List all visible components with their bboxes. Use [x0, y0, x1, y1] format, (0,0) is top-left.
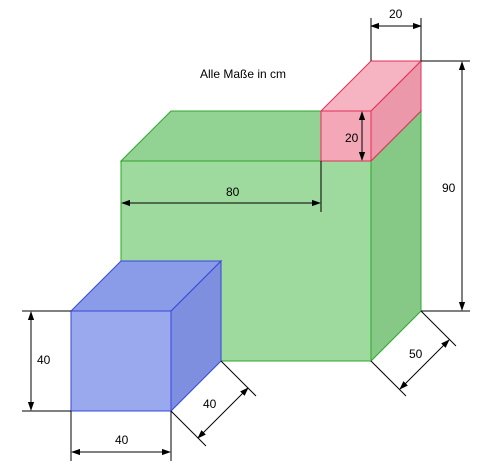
dim-pink-height: 20: [345, 111, 366, 161]
dim-green-depth-label: 50: [409, 347, 423, 361]
dim-green-width: 80: [121, 161, 322, 212]
dim-pink-height-label: 20: [345, 131, 359, 145]
dim-blue-width-label: 40: [115, 433, 129, 447]
dim-blue-height: 40: [22, 310, 71, 412]
dim-blue-depth: 40: [170, 360, 257, 447]
pink-box: [319, 59, 423, 163]
dim-green-height-label: 90: [442, 181, 456, 195]
dim-pink-width-label: 20: [389, 7, 403, 21]
units-note: Alle Maße in cm: [200, 67, 286, 81]
blue-cube: [69, 259, 223, 413]
dim-pink-width: 20: [370, 7, 422, 61]
dim-blue-depth-label: 40: [203, 397, 217, 411]
dim-green-height: 90: [421, 60, 470, 312]
dim-green-depth: 50: [370, 310, 457, 397]
dim-blue-height-label: 40: [37, 353, 51, 367]
dim-blue-width: 40: [70, 411, 172, 461]
pink-box-front: [320, 110, 372, 162]
dim-green-width-label: 80: [226, 185, 240, 199]
blue-cube-front: [70, 310, 172, 412]
